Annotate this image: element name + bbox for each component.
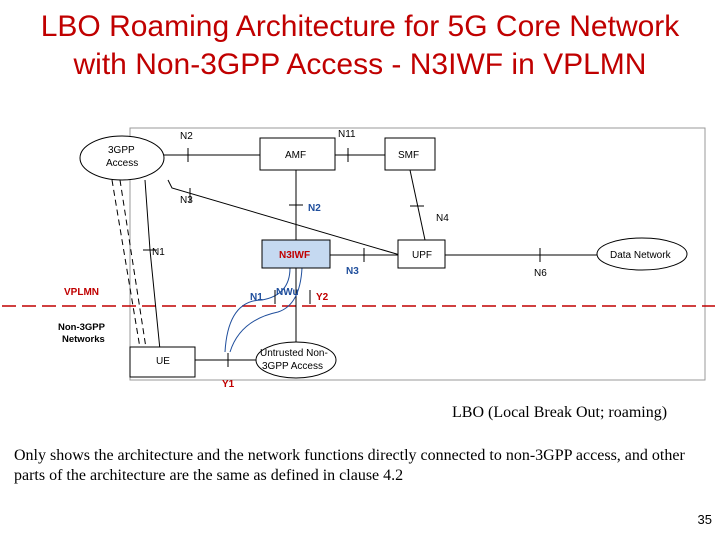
node-ue	[129, 346, 196, 378]
note-scope: Only shows the architecture and the netw…	[14, 447, 685, 484]
iface-n1-left: N1	[152, 247, 165, 258]
note-lbo: LBO (Local Break Out; roaming)	[452, 404, 668, 421]
iface-n4: N4	[436, 213, 449, 224]
page-title: LBO Roaming Architecture for 5G Core Net…	[0, 8, 720, 84]
title-line-2: with Non-3GPP Access - N3IWF in VPLMN	[73, 48, 647, 81]
node-3gpp-access	[79, 135, 165, 181]
iface-n1-blue: N1	[250, 292, 263, 303]
node-amf-label: AMF	[285, 150, 306, 161]
node-n3iwf-label: N3IWF	[279, 250, 310, 261]
node-n3iwf	[261, 239, 331, 269]
node-untrusted-label-1: Untrusted Non-	[260, 348, 328, 359]
iface-n6: N6	[534, 268, 547, 279]
link-n1-left	[144, 179, 161, 351]
node-data-network	[596, 237, 688, 271]
iface-y2: Y2	[316, 292, 329, 303]
iface-n3-blue: N3	[346, 266, 359, 277]
title-line-1: LBO Roaming Architecture for 5G Core Net…	[40, 10, 680, 43]
node-smf-label: SMF	[398, 150, 419, 161]
link-n4	[409, 169, 426, 241]
iface-n11: N11	[338, 129, 356, 140]
link-nwu-blue	[229, 267, 303, 353]
node-untrusted-access	[255, 341, 337, 379]
iface-nwu: NWu	[276, 287, 299, 298]
node-3gpp-access-label-1: 3GPP	[108, 145, 135, 156]
link-ue-3gpp-dashed-2	[119, 179, 147, 349]
iface-n2-top: N2	[180, 131, 193, 142]
region-non3gpp-line-2: Networks	[62, 334, 105, 345]
node-smf	[384, 137, 436, 171]
iface-n2-blue: N2	[308, 203, 321, 214]
region-non3gpp-line-1: Non-3GPP	[58, 322, 106, 333]
node-amf	[259, 137, 336, 171]
iface-n3-left: N3	[180, 195, 193, 206]
page-number: 35	[697, 512, 712, 527]
region-vplmn: VPLMN	[64, 287, 99, 298]
link-ue-3gpp-dashed	[111, 179, 141, 349]
diagram-frame	[129, 127, 706, 381]
node-upf-label: UPF	[412, 250, 432, 261]
node-upf	[397, 239, 446, 269]
node-ue-label: UE	[156, 356, 170, 367]
node-3gpp-access-label-2: Access	[106, 158, 138, 169]
link-n3-left	[167, 179, 401, 256]
node-untrusted-label-2: 3GPP Access	[262, 361, 323, 372]
iface-y1: Y1	[222, 379, 235, 390]
link-n1-blue	[224, 258, 291, 353]
node-data-network-label: Data Network	[610, 250, 672, 261]
